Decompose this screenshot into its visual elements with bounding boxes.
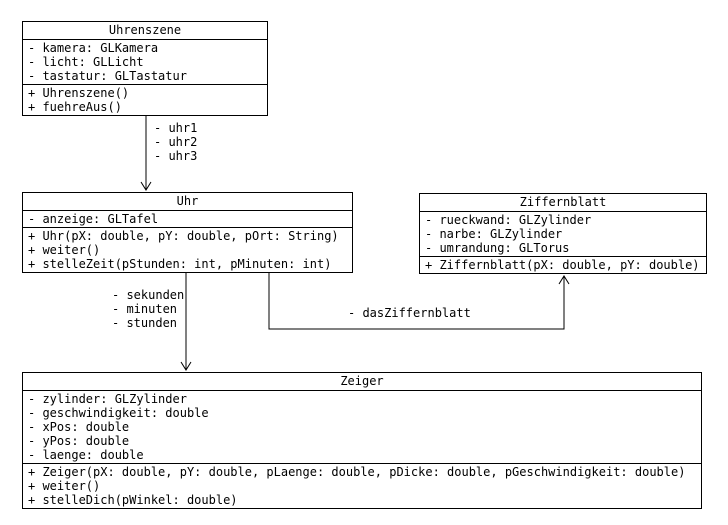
attribute: - zylinder: GLZylinder	[28, 392, 187, 406]
class-ziffernblatt[interactable]: Ziffernblatt - rueckwand: GLZylinder - n…	[419, 193, 707, 274]
association-uhr-ziffernblatt[interactable]	[269, 273, 569, 329]
class-name: Ziffernblatt	[420, 194, 706, 212]
method: + stelleDich(pWinkel: double)	[28, 493, 238, 507]
arrowhead-down-icon	[141, 182, 151, 190]
class-name: Uhr	[23, 193, 352, 211]
association-label: - uhr2	[154, 135, 198, 149]
method: + Uhr(pX: double, pY: double, pOrt: Stri…	[28, 229, 339, 243]
attribute: - laenge: double	[28, 448, 144, 462]
class-name: Zeiger	[23, 373, 701, 391]
methods-compartment: + Zeiger(pX: double, pY: double, pLaenge…	[23, 463, 701, 508]
method: + weiter()	[28, 479, 101, 493]
attribute: - xPos: double	[28, 420, 130, 434]
arrowhead-down-icon	[181, 362, 191, 370]
method: + Uhrenszene()	[28, 86, 130, 100]
attribute: - geschwindigkeit: double	[28, 406, 209, 420]
method: + Zeiger(pX: double, pY: double, pLaenge…	[28, 465, 686, 479]
attributes-compartment: - zylinder: GLZylinder - geschwindigkeit…	[23, 391, 701, 463]
class-name: Uhrenszene	[23, 22, 267, 40]
method: + stelleZeit(pStunden: int, pMinuten: in…	[28, 257, 332, 271]
association-uhr-zeiger[interactable]	[181, 273, 191, 370]
association-line[interactable]	[269, 273, 564, 329]
class-uhrenszene[interactable]: Uhrenszene - kamera: GLKamera - licht: G…	[22, 21, 268, 116]
attributes-compartment: - anzeige: GLTafel	[23, 211, 352, 227]
method: + fuehreAus()	[28, 100, 122, 114]
class-zeiger[interactable]: Zeiger - zylinder: GLZylinder - geschwin…	[22, 372, 702, 509]
association-label: - minuten	[112, 302, 178, 316]
method: + weiter()	[28, 243, 101, 257]
attribute: - licht: GLLicht	[28, 55, 144, 69]
association-label: - stunden	[112, 316, 178, 330]
association-label: - uhr1	[154, 121, 198, 135]
association-labels-uhr-zeiger: - sekunden - minuten - stunden	[112, 288, 184, 330]
methods-compartment: + Ziffernblatt(pX: double, pY: double)	[420, 256, 706, 273]
arrowhead-up-icon	[559, 276, 569, 284]
association-label: - uhr3	[154, 149, 198, 163]
attributes-compartment: - kamera: GLKamera - licht: GLLicht - ta…	[23, 40, 267, 84]
methods-compartment: + Uhrenszene() + fuehreAus()	[23, 84, 267, 115]
association-label: - dasZiffernblatt	[348, 306, 471, 320]
attribute: - anzeige: GLTafel	[28, 212, 159, 226]
attribute: - yPos: double	[28, 434, 130, 448]
association-labels-uhrenszene-uhr: - uhr1 - uhr2 - uhr3	[154, 121, 197, 163]
method: + Ziffernblatt(pX: double, pY: double)	[425, 258, 700, 272]
association-uhrenszene-uhr[interactable]	[141, 116, 151, 190]
association-label: - sekunden	[112, 288, 185, 302]
association-labels-uhr-ziffernblatt: - dasZiffernblatt	[348, 306, 471, 320]
class-uhr[interactable]: Uhr - anzeige: GLTafel + Uhr(pX: double,…	[22, 192, 353, 273]
attribute: - umrandung: GLTorus	[425, 241, 570, 255]
attribute: - narbe: GLZylinder	[425, 227, 563, 241]
attributes-compartment: - rueckwand: GLZylinder - narbe: GLZylin…	[420, 212, 706, 256]
attribute: - rueckwand: GLZylinder	[425, 213, 592, 227]
attribute: - tastatur: GLTastatur	[28, 69, 187, 83]
methods-compartment: + Uhr(pX: double, pY: double, pOrt: Stri…	[23, 227, 352, 272]
attribute: - kamera: GLKamera	[28, 41, 159, 55]
